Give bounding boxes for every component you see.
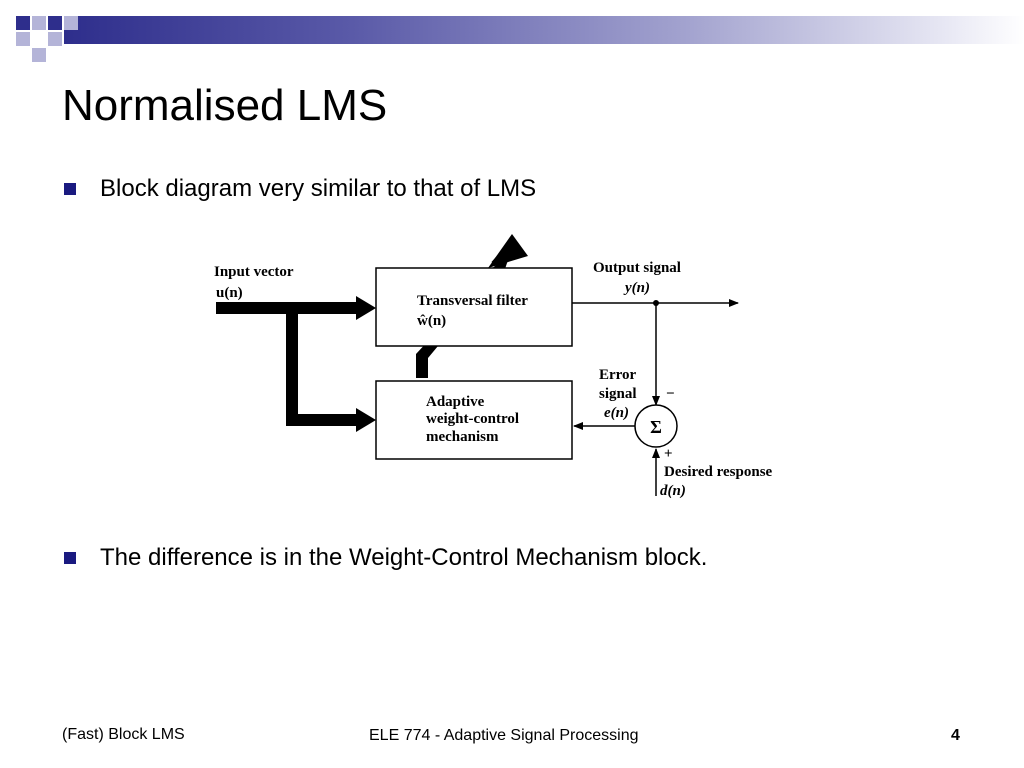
decor-square [48, 16, 62, 30]
square-bullet-icon [64, 183, 76, 195]
filter-symbol: ŵ(n) [417, 313, 446, 329]
bullet-text: The difference is in the Weight-Control … [100, 544, 708, 571]
error-label-2: signal [599, 386, 637, 402]
filter-label: Transversal filter [417, 293, 528, 309]
input-bus-arrow [216, 296, 376, 432]
minus-sign: − [666, 386, 675, 402]
desired-label: Desired response [664, 464, 773, 480]
square-bullet-icon [64, 552, 76, 564]
error-label-1: Error [599, 367, 637, 383]
decor-square [16, 32, 30, 46]
block-diagram: Σ Input vector u(n) Transversal filter ŵ… [200, 228, 800, 513]
error-symbol: e(n) [604, 405, 629, 421]
footer-left: (Fast) Block LMS [62, 726, 185, 743]
slide-title: Normalised LMS [62, 81, 388, 130]
block-diagram-svg: Σ Input vector u(n) Transversal filter ŵ… [214, 234, 773, 499]
adaptive-label-3: mechanism [426, 429, 499, 445]
decor-square [32, 48, 46, 62]
page-number: 4 [951, 727, 960, 744]
desired-symbol: d(n) [660, 483, 686, 499]
adaptive-control-block [375, 380, 573, 460]
sum-symbol: Σ [650, 417, 662, 437]
bullet-item: Block diagram very similar to that of LM… [64, 172, 536, 206]
transversal-filter-block [375, 267, 573, 347]
decor-square [16, 16, 30, 30]
weight-update-arrow [416, 234, 528, 378]
footer-center: ELE 774 - Adaptive Signal Processing [369, 727, 639, 744]
adaptive-label-2: weight-control [426, 411, 519, 427]
output-label: Output signal [593, 260, 681, 276]
adaptive-label-1: Adaptive [426, 394, 485, 410]
decor-square [32, 16, 46, 30]
bullet-text: Block diagram very similar to that of LM… [100, 175, 537, 202]
input-label: Input vector [214, 264, 294, 280]
output-symbol: y(n) [623, 280, 650, 296]
header-gradient-bar [64, 16, 1024, 44]
plus-sign: + [664, 446, 673, 462]
bullet-item: The difference is in the Weight-Control … [64, 541, 707, 575]
input-symbol: u(n) [216, 285, 243, 301]
decor-square [48, 32, 62, 46]
decor-square [64, 16, 78, 30]
